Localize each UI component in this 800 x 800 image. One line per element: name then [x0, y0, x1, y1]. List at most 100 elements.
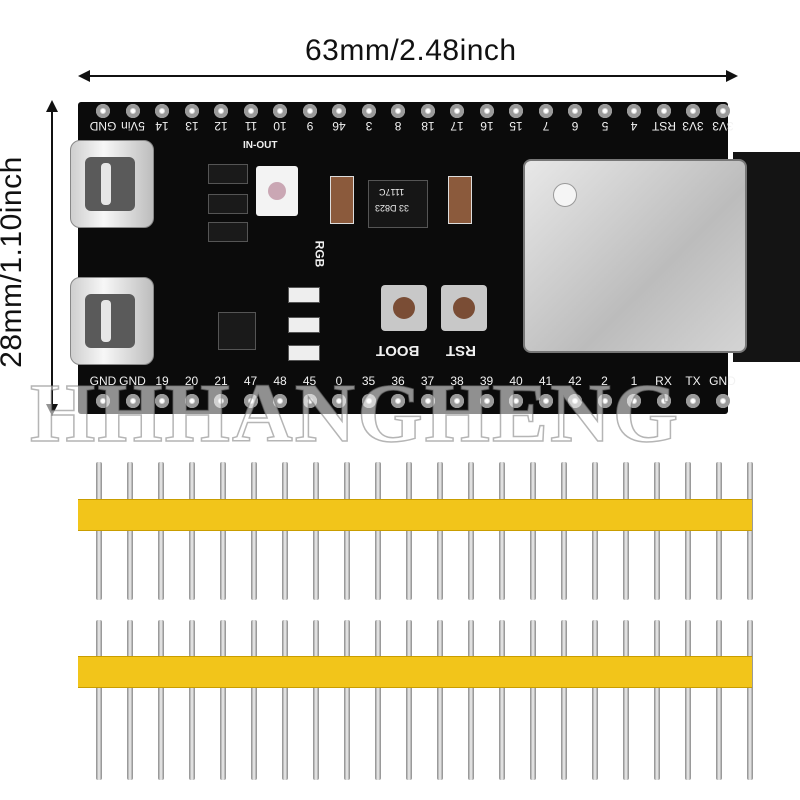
bottom-pin-label: 42 — [568, 374, 582, 388]
top-pin-label: RST — [651, 119, 676, 133]
top-pin-hole — [155, 104, 169, 118]
bottom-pin-hole — [302, 394, 317, 408]
header-pin — [592, 620, 598, 780]
header-pin — [96, 620, 102, 780]
bottom-pin-hole — [214, 394, 228, 408]
usb-c-port-bottom — [70, 277, 154, 365]
bottom-pin-label: GND — [119, 374, 146, 388]
top-pin-label: 15 — [509, 119, 523, 133]
header-pin — [313, 462, 319, 600]
led-1 — [288, 287, 320, 303]
top-pin-label: 9 — [306, 119, 313, 133]
top-pin-label: 11 — [244, 119, 257, 133]
header-pin — [716, 620, 722, 780]
bottom-pin-hole — [450, 394, 464, 408]
height-dimension-label: 28mm/1.10inch — [0, 156, 28, 368]
top-pin-hole — [273, 104, 287, 118]
rgb-led-lens — [268, 182, 286, 200]
rgb-led — [256, 166, 298, 216]
pin-header-1 — [78, 462, 753, 600]
bottom-pin-hole — [125, 394, 140, 408]
header-pin — [251, 620, 257, 780]
top-pin-label: 12 — [214, 119, 228, 133]
capacitor-1 — [330, 176, 354, 224]
top-pin-hole — [125, 104, 140, 118]
bottom-pin-label: TX — [685, 374, 701, 388]
diode-1 — [208, 164, 248, 184]
regulator-marking-2: 33 D823 — [375, 203, 410, 213]
led-3 — [288, 345, 320, 361]
header-pin — [344, 620, 350, 780]
header-pin — [685, 462, 691, 600]
header-pin — [685, 620, 691, 780]
top-pin-hole — [656, 104, 671, 118]
bottom-pin-hole — [332, 394, 346, 408]
bottom-pin-hole — [715, 394, 730, 408]
bottom-pin-label: 0 — [335, 374, 343, 388]
top-pin-hole — [509, 104, 523, 118]
bottom-pin-label: 40 — [509, 374, 523, 388]
header-pin — [561, 462, 567, 600]
top-pin-label: 13 — [184, 119, 199, 133]
top-pin-hole — [96, 104, 110, 118]
bottom-pin-label: RX — [655, 374, 672, 388]
top-pin-hole — [479, 104, 494, 118]
top-pin-hole — [391, 104, 405, 118]
top-pin-label: GND — [89, 119, 117, 133]
usb-chip — [218, 312, 256, 350]
header-pin — [96, 462, 102, 600]
regulator-marking-1: 1117C — [379, 187, 405, 197]
module-marker — [553, 183, 577, 207]
header-pin — [344, 462, 350, 600]
header-pin — [530, 620, 536, 780]
pin-header-1-plastic — [78, 499, 752, 531]
bottom-pin-label: 20 — [184, 374, 199, 388]
diode-2 — [208, 194, 248, 214]
header-pin — [561, 620, 567, 780]
bottom-pin-hole — [597, 394, 612, 408]
silk-boot: BOOT — [376, 342, 420, 359]
esp-module-shield — [523, 159, 747, 353]
top-pin-label: 4 — [630, 119, 638, 133]
silk-in-out: IN-OUT — [243, 140, 278, 151]
bottom-pin-hole — [568, 394, 582, 408]
voltage-regulator: 1117C 33 D823 — [368, 180, 428, 228]
top-pin-label: 17 — [450, 119, 464, 133]
header-pin — [530, 462, 536, 600]
width-dimension-arrow — [78, 70, 738, 82]
bottom-pin-hole — [627, 394, 641, 408]
header-pin — [127, 620, 133, 780]
bottom-pin-label: GND — [89, 374, 117, 388]
header-pin — [747, 462, 753, 600]
top-pin-label: 3V3 — [711, 119, 734, 133]
width-dimension-label: 63mm/2.48inch — [305, 34, 517, 67]
bottom-pin-label: 37 — [420, 374, 435, 388]
bottom-pin-label: 2 — [601, 374, 608, 388]
height-dimension-arrow — [46, 100, 58, 416]
bottom-pin-hole — [479, 394, 494, 408]
top-pin-label: 3V3 — [682, 119, 704, 133]
top-pin-label: 16 — [479, 119, 494, 133]
header-pin — [623, 462, 629, 600]
header-pin — [499, 620, 505, 780]
bottom-pin-label: 41 — [538, 374, 553, 388]
capacitor-2 — [448, 176, 472, 224]
bottom-pin-label: 35 — [361, 374, 376, 388]
top-pin-hole — [361, 104, 376, 118]
top-pin-label: 3 — [365, 119, 372, 133]
header-pin — [127, 462, 133, 600]
header-pin — [499, 462, 505, 600]
header-pin — [406, 620, 412, 780]
header-pin — [189, 620, 195, 780]
bottom-pin-hole — [391, 394, 405, 408]
top-pin-label: 14 — [155, 119, 169, 133]
bottom-pin-hole — [96, 394, 110, 408]
top-pin-hole — [538, 104, 553, 118]
top-pin-hole — [450, 104, 464, 118]
top-pin-hole — [686, 104, 700, 118]
bottom-pin-label: 19 — [155, 374, 169, 388]
header-pin — [220, 462, 226, 600]
bottom-pin-label: 47 — [243, 374, 258, 388]
top-pin-hole — [627, 104, 641, 118]
bottom-pin-label: 39 — [479, 374, 494, 388]
